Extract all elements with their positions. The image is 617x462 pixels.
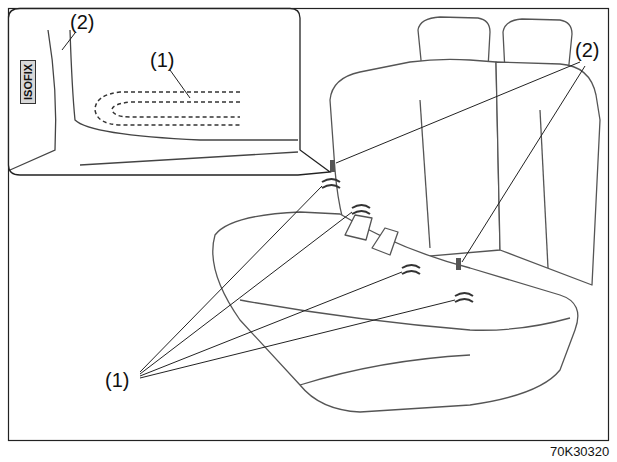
isofix-tag-text: ISOFIX: [20, 60, 36, 104]
seat-edge: [80, 152, 298, 165]
buckle: [372, 228, 398, 255]
isofix-anchor: [352, 205, 370, 214]
frame: [9, 9, 609, 441]
seat-back: [496, 62, 600, 285]
seat-edge: [10, 30, 56, 170]
isofix-anchor: [322, 179, 340, 188]
leader-line: [140, 186, 322, 372]
buckle: [345, 215, 372, 240]
leader-line: [62, 33, 75, 50]
leader-line: [170, 70, 190, 98]
isofix-anchor: [402, 265, 420, 274]
callout-number: (1): [150, 50, 174, 70]
isofix-tag: [330, 160, 335, 172]
leader-line: [462, 66, 585, 262]
leader-line: [140, 212, 352, 374]
leader-line: [140, 272, 402, 376]
figure-code: 70K30320: [550, 444, 609, 459]
anchor-hidden: [112, 102, 240, 117]
callout-number: (2): [575, 40, 599, 60]
anchor-hidden: [95, 92, 240, 125]
leader-line: [336, 62, 580, 163]
seat-edge: [70, 30, 298, 140]
leader-line: [140, 300, 455, 378]
callout-number: (2): [70, 12, 94, 32]
isofix-tag: [456, 258, 461, 270]
seam: [420, 100, 430, 248]
isofix-anchor: [455, 293, 473, 302]
detail-inset: [9, 9, 331, 176]
seat-back: [330, 59, 500, 262]
seam: [300, 355, 470, 385]
seam: [240, 300, 570, 330]
seam: [540, 110, 548, 268]
callout-number: (1): [105, 370, 129, 390]
